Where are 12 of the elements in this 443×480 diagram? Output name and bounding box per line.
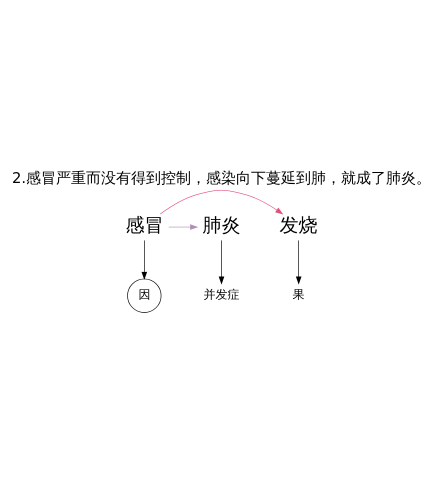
diagram-title: 2.感冒严重而没有得到控制，感染向下蔓延到肺，就成了肺炎。 — [12, 170, 432, 187]
arrow — [218, 240, 224, 284]
arrow — [160, 189, 284, 214]
arrow — [168, 224, 198, 230]
node-text: 肺炎 — [202, 215, 240, 236]
node-text: 并发症 — [204, 287, 240, 302]
arrow — [142, 240, 148, 280]
node-circle: 因 — [127, 278, 162, 312]
node-text: 感冒 — [125, 215, 164, 236]
node-text: 发烧 — [280, 215, 318, 236]
node-text: 果 — [292, 287, 305, 302]
arrow — [296, 240, 302, 284]
